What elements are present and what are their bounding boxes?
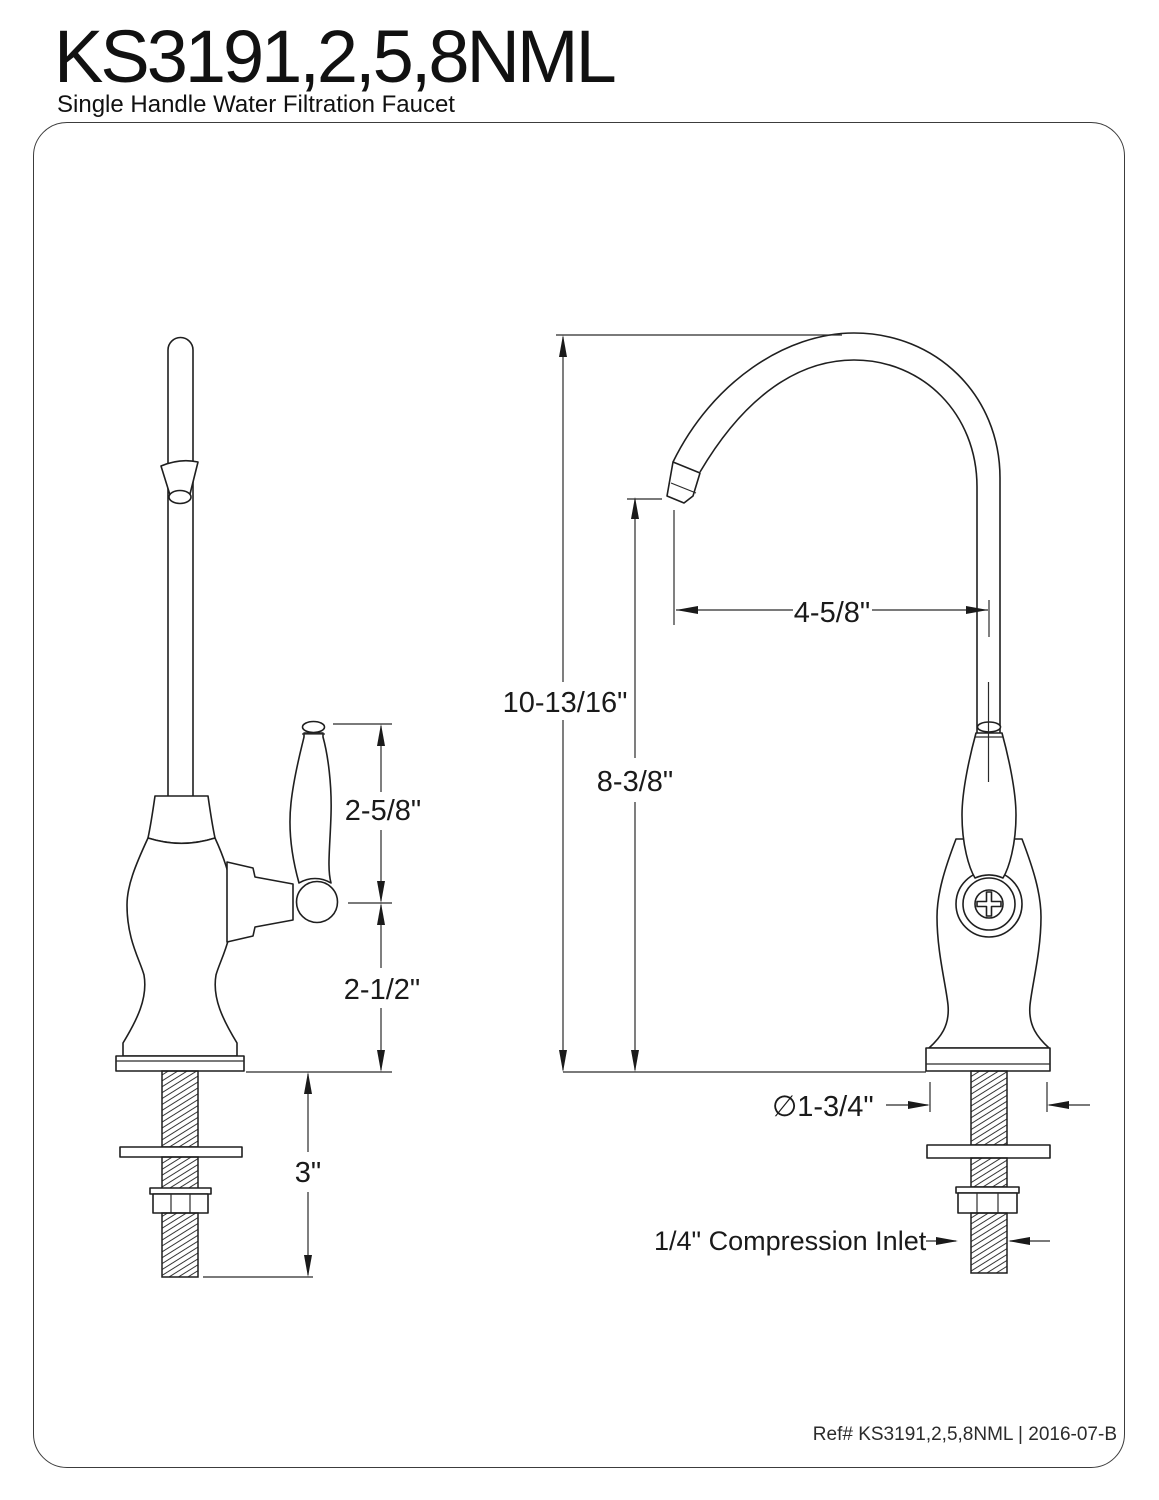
- front-mounting-nut: [957, 1192, 1018, 1214]
- side-shank-thread: [161, 1212, 199, 1278]
- side-washer: [119, 1146, 243, 1158]
- side-body-neck: [147, 795, 216, 844]
- dim-overall-height: 10-13/16": [503, 687, 628, 719]
- label-compression-inlet: 1/4" Compression Inlet: [654, 1226, 927, 1256]
- front-screw-head: [974, 889, 1004, 919]
- side-handle-lever: [289, 732, 332, 884]
- dim-base-diameter: ∅1-3/4": [772, 1091, 874, 1123]
- dim-handle-height: 2-5/8": [345, 795, 421, 827]
- front-spout-outer: [672, 332, 1001, 840]
- front-shank-thread: [970, 1212, 1008, 1274]
- side-mounting-nut: [152, 1193, 209, 1214]
- side-spout-tube: [167, 336, 194, 796]
- reference-number: Ref# KS3191,2,5,8NML | 2016-07-B: [812, 1424, 1117, 1445]
- faucet-front-view: [563, 332, 1051, 1274]
- side-nut-flange: [149, 1187, 212, 1195]
- side-body: [122, 837, 238, 1057]
- faucet-side-view: [115, 336, 392, 1278]
- front-spout-inner: [699, 359, 978, 840]
- side-spout-outlet: [168, 489, 192, 505]
- side-base-flange: [115, 1055, 245, 1072]
- front-base-flange: [925, 1047, 1051, 1072]
- dim-shank-length: 3": [295, 1157, 321, 1189]
- drawing-frame: [33, 122, 1125, 1468]
- page-subtitle: Single Handle Water Filtration Faucet: [57, 91, 455, 118]
- front-washer: [926, 1144, 1051, 1159]
- side-view-dimensions: 2-5/8" 2-1/2" 3": [203, 723, 421, 1278]
- side-shank-thread: [161, 1070, 199, 1148]
- dim-spout-reach: 4-5/8": [794, 597, 870, 629]
- front-view-dimensions: 10-13/16" 8-3/8" 4-5/8" ∅1-3/4": [503, 334, 1090, 1256]
- front-handle-lever: [961, 732, 1017, 879]
- phillips-screw-icon: [976, 891, 1002, 917]
- side-handle-cap: [301, 720, 326, 734]
- side-valve-port: [226, 861, 294, 943]
- dim-spout-outlet-height: 8-3/8": [597, 766, 673, 798]
- front-spout-nozzle: [666, 461, 701, 504]
- page-title: KS3191,2,5,8NML: [54, 15, 617, 98]
- front-nut-flange: [955, 1186, 1020, 1194]
- front-shank-thread: [970, 1070, 1008, 1146]
- side-handle-ball: [295, 880, 339, 924]
- side-shank-thread: [161, 1156, 199, 1190]
- front-shank-thread: [970, 1157, 1008, 1188]
- dim-body-height: 2-1/2": [344, 974, 420, 1006]
